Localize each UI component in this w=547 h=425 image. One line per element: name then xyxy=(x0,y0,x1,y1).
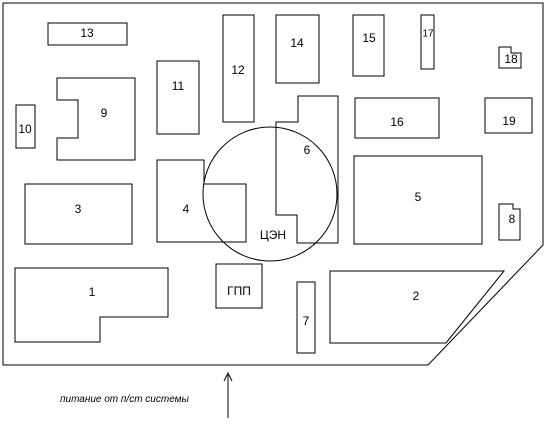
building-9: 9 xyxy=(56,77,136,161)
building-17: 17 xyxy=(420,14,435,70)
building-18: 18 xyxy=(498,46,522,69)
supply-caption: питание от п/ст системы xyxy=(60,394,190,405)
building-9-label: 9 xyxy=(101,106,108,120)
supply-arrow xyxy=(223,371,233,418)
building-3: 3 xyxy=(24,183,133,245)
building-10: 10 xyxy=(15,104,36,149)
building-12-label: 12 xyxy=(231,63,245,77)
building-19-label: 19 xyxy=(502,114,516,128)
building-15-label: 15 xyxy=(362,31,376,45)
building-2-label: 2 xyxy=(413,289,420,303)
building-1-label: 1 xyxy=(89,285,96,299)
building-3-label: 3 xyxy=(75,202,82,216)
building-5: 5 xyxy=(353,155,483,245)
building-4: 4 xyxy=(156,159,247,243)
building-5-label: 5 xyxy=(415,190,422,204)
building-11-label: 11 xyxy=(172,79,185,93)
building-11: 11 xyxy=(156,60,200,135)
building-13: 13 xyxy=(47,22,128,46)
gpp-label: ГПП xyxy=(227,284,251,298)
building-18-label: 18 xyxy=(504,52,518,66)
building-2: 2 xyxy=(329,270,506,344)
substation-gpp: ГПП xyxy=(215,263,263,309)
building-16-label: 16 xyxy=(390,115,404,129)
building-8-label: 8 xyxy=(509,212,516,226)
building-7-label: 7 xyxy=(303,314,310,328)
central-circle: ЦЭН xyxy=(202,126,338,262)
building-6-label: 6 xyxy=(304,143,311,157)
building-4-label: 4 xyxy=(183,202,190,216)
building-7: 7 xyxy=(296,281,316,354)
building-15: 15 xyxy=(352,14,385,77)
building-17-label: 17 xyxy=(422,29,434,40)
building-12: 12 xyxy=(222,14,255,123)
center-label: ЦЭН xyxy=(260,228,286,242)
building-1: 1 xyxy=(14,267,169,343)
building-13-label: 13 xyxy=(80,26,94,40)
building-14: 14 xyxy=(275,14,320,84)
building-10-label: 10 xyxy=(18,122,32,136)
building-14-label: 14 xyxy=(290,36,304,50)
building-6: 6 xyxy=(275,95,339,244)
building-8: 8 xyxy=(498,203,521,241)
building-16: 16 xyxy=(354,97,440,139)
building-19: 19 xyxy=(484,97,533,134)
